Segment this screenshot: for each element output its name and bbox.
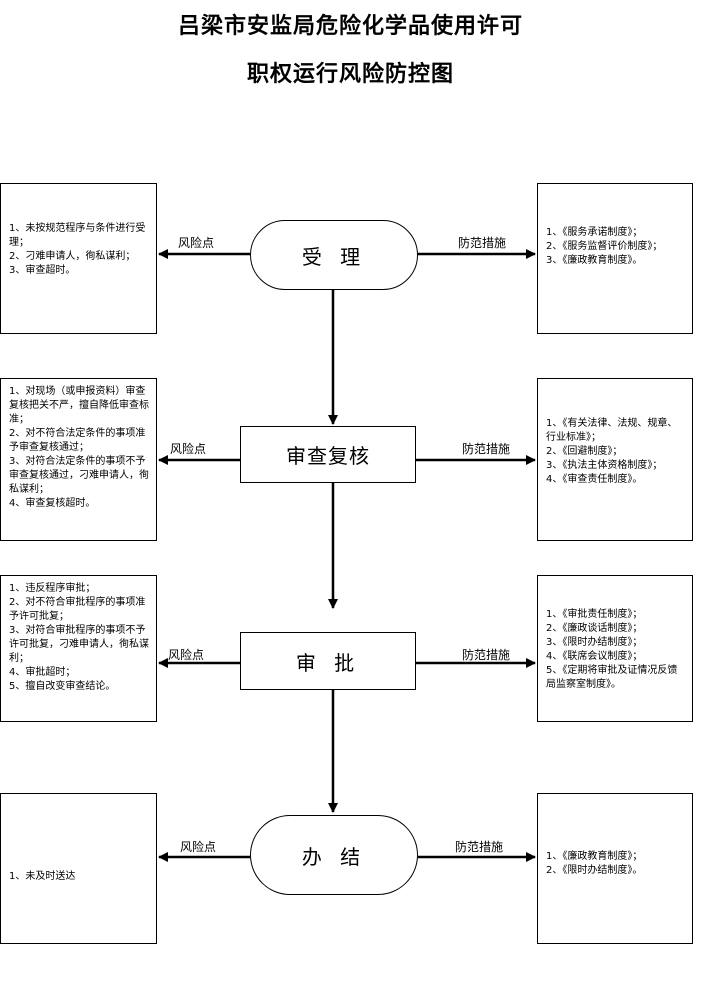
measure-item: 1、《审批责任制度》； xyxy=(546,609,643,620)
measure-item: 2、《限时办结制度》。 xyxy=(546,865,643,876)
measure-label-1: 防范措施 xyxy=(458,236,507,250)
risk-label-2: 风险点 xyxy=(170,442,207,456)
risk-box-1: 1、未按规范程序与条件进行受理； 2、刁难申请人，徇私谋利； 3、审查超时。 xyxy=(0,183,157,334)
measure-item: 2、《回避制度》； xyxy=(546,446,623,457)
measure-box-4: 1、《廉政教育制度》； 2、《限时办结制度》。 xyxy=(537,793,693,944)
stage-review: 审查复核 xyxy=(240,426,416,483)
measure-item: 1、《服务承诺制度》； xyxy=(546,227,643,238)
stage-approve-label: 审 批 xyxy=(295,650,361,675)
measure-item: 2、《廉政谈话制度》； xyxy=(546,623,643,634)
measure-item: 4、《审查责任制度》。 xyxy=(546,474,643,485)
risk-item: 2、对不符合法定条件的事项准予审查复核通过； xyxy=(9,428,146,453)
stage-complete: 办 结 xyxy=(250,815,418,895)
measure-label-2: 防范措施 xyxy=(462,442,511,456)
measure-item: 1、《有关法律、法规、规章、行业标准》； xyxy=(546,418,678,443)
title-line-2: 职权运行风险防控图 xyxy=(246,61,454,87)
measure-item: 3、《限时办结制度》； xyxy=(546,637,643,648)
risk-box-2: 1、对现场（或申报资料）审查复核把关不严，擅自降低审查标准； 2、对不符合法定条… xyxy=(0,378,157,541)
risk-item: 1、违反程序审批； xyxy=(9,583,96,594)
title-line-1: 吕梁市安监局危险化学品使用许可 xyxy=(177,13,523,39)
measure-item: 3、《执法主体资格制度》； xyxy=(546,460,663,471)
risk-item: 2、对不符合审批程序的事项准予许可批复； xyxy=(9,597,146,622)
risk-item: 2、刁难申请人，徇私谋利； xyxy=(9,251,136,262)
measure-box-3: 1、《审批责任制度》； 2、《廉政谈话制度》； 3、《限时办结制度》； 4、《联… xyxy=(537,575,693,722)
measure-box-1: 1、《服务承诺制度》； 2、《服务监督评价制度》； 3、《廉政教育制度》。 xyxy=(537,183,693,334)
risk-item: 1、未及时送达 xyxy=(9,871,76,882)
risk-item: 4、审批超时； xyxy=(9,667,76,678)
stage-approve: 审 批 xyxy=(240,632,416,690)
measure-item: 2、《服务监督评价制度》； xyxy=(546,241,663,252)
stage-accept: 受 理 xyxy=(250,220,418,290)
risk-label-4: 风险点 xyxy=(180,840,217,854)
stage-complete-label: 办 结 xyxy=(301,844,367,869)
risk-item: 1、未按规范程序与条件进行受理； xyxy=(9,223,146,248)
risk-item: 3、对符合法定条件的事项不予审查复核通过，刁难申请人，徇私谋利； xyxy=(9,456,149,495)
measure-item: 3、《廉政教育制度》。 xyxy=(546,255,643,266)
stage-review-label: 审查复核 xyxy=(286,444,370,468)
risk-label-3: 风险点 xyxy=(168,648,205,662)
measure-item: 4、《联席会议制度》； xyxy=(546,651,643,662)
risk-item: 3、对符合审批程序的事项不予许可批复，刁难申请人，徇私谋利； xyxy=(9,625,149,664)
measure-item: 5、《定期将审批及证情况反馈局监察室制度》。 xyxy=(546,665,678,690)
risk-item: 5、擅自改变审查结论。 xyxy=(9,681,116,692)
risk-box-4: 1、未及时送达 xyxy=(0,793,157,944)
risk-item: 4、审查复核超时。 xyxy=(9,498,96,509)
measure-box-2: 1、《有关法律、法规、规章、行业标准》； 2、《回避制度》； 3、《执法主体资格… xyxy=(537,378,693,541)
risk-label-1: 风险点 xyxy=(178,236,215,250)
risk-box-3: 1、违反程序审批； 2、对不符合审批程序的事项准予许可批复； 3、对符合审批程序… xyxy=(0,575,157,722)
measure-label-4: 防范措施 xyxy=(455,840,504,854)
risk-item: 1、对现场（或申报资料）审查复核把关不严，擅自降低审查标准； xyxy=(9,386,149,425)
measure-item: 1、《廉政教育制度》； xyxy=(546,851,643,862)
risk-item: 3、审查超时。 xyxy=(9,265,76,276)
measure-label-3: 防范措施 xyxy=(462,648,511,662)
stage-accept-label: 受 理 xyxy=(301,244,367,269)
